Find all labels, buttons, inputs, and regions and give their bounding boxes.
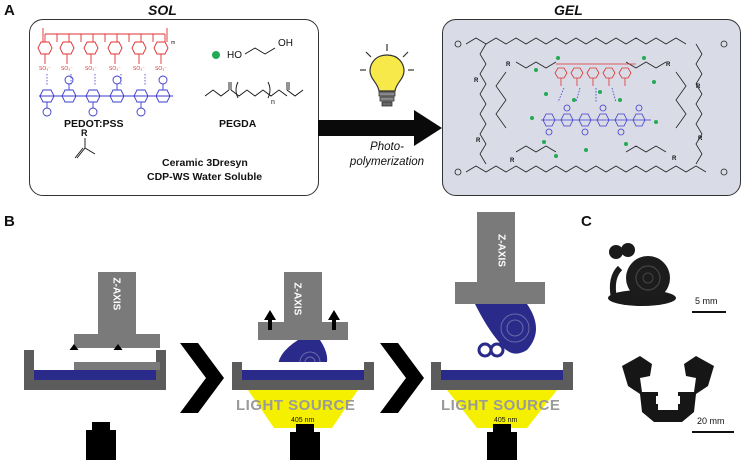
photopolymerization-arrow [318,110,442,146]
panel-label-c: C [581,213,592,230]
sol-title: SOL [148,2,177,18]
zaxis-label-1: Z-AXIS [110,277,122,311]
oh-label: OH [278,38,293,49]
svg-text:R: R [476,138,481,144]
zaxis-label-3: Z-AXIS [495,234,507,267]
svg-text:m: m [171,40,175,46]
svg-text:R: R [698,136,703,142]
arrow-label-line1: Photo- [370,141,404,153]
svg-text:SO₃⁻: SO₃⁻ [155,66,167,72]
sol-structures: SO₃⁻ SO₃⁻ SO₃⁻ SO₃⁻ SO₃⁻ SO₃⁻ m HO OH n [37,28,304,159]
svg-text:R: R [474,78,479,84]
ho-label: HO [227,50,242,61]
printed-part-photo [622,356,714,422]
arrow-label-line2: polymerization [349,156,425,168]
svg-text:R: R [510,158,515,164]
svg-text:SO₃⁻: SO₃⁻ [133,66,145,72]
svg-text:R: R [672,156,677,162]
gel-title: GEL [554,2,583,18]
chevron-right-icon [180,343,224,413]
svg-text:R: R [506,62,511,68]
scale-label-part: 20 mm [697,416,725,426]
svg-text:SO₃⁻: SO₃⁻ [61,66,73,72]
pegda-label: PEGDA [219,118,257,130]
n-label: n [271,99,275,106]
glycol-dot [212,51,220,59]
svg-text:SO₃⁻: SO₃⁻ [39,66,51,72]
printer-stage-3 [431,212,573,460]
chevron-right-icon [380,343,424,413]
pss-polymer [37,28,169,64]
light-source-label-2: LIGHT SOURCE [441,397,561,414]
printer-stage-2 [232,272,374,460]
light-bulb-icon [360,44,414,107]
svg-text:R: R [666,62,671,68]
scale-bar-snail [692,311,726,313]
printer-stage-1 [24,272,166,460]
resin-line1: Ceramic 3Dresyn [162,157,248,169]
arrow-label: Photo- polymerization [342,140,432,170]
zaxis-label-2: Z-AXIS [291,282,303,316]
wavelength-label-2: 405 nm [494,417,518,424]
panel-label-a: A [4,2,15,19]
printed-snail-photo [608,243,676,306]
pedot-label: PEDOT:PSS [64,118,124,130]
svg-text:R: R [696,84,701,90]
gel-network: R R R R R R R R [454,37,728,176]
gel-box [442,19,741,196]
scale-bar-part [692,431,734,433]
wavelength-label-1: 405 nm [291,417,315,424]
svg-text:SO₃⁻: SO₃⁻ [109,66,121,72]
sol-box [29,19,319,196]
panel-label-b: B [4,213,15,230]
r-label: R [81,128,88,138]
svg-text:SO₃⁻: SO₃⁻ [85,66,97,72]
pedot-polymer [39,75,173,117]
light-source-label-1: LIGHT SOURCE [236,397,356,414]
scale-label-snail: 5 mm [695,296,718,306]
resin-line2: CDP-WS Water Soluble [147,171,263,183]
